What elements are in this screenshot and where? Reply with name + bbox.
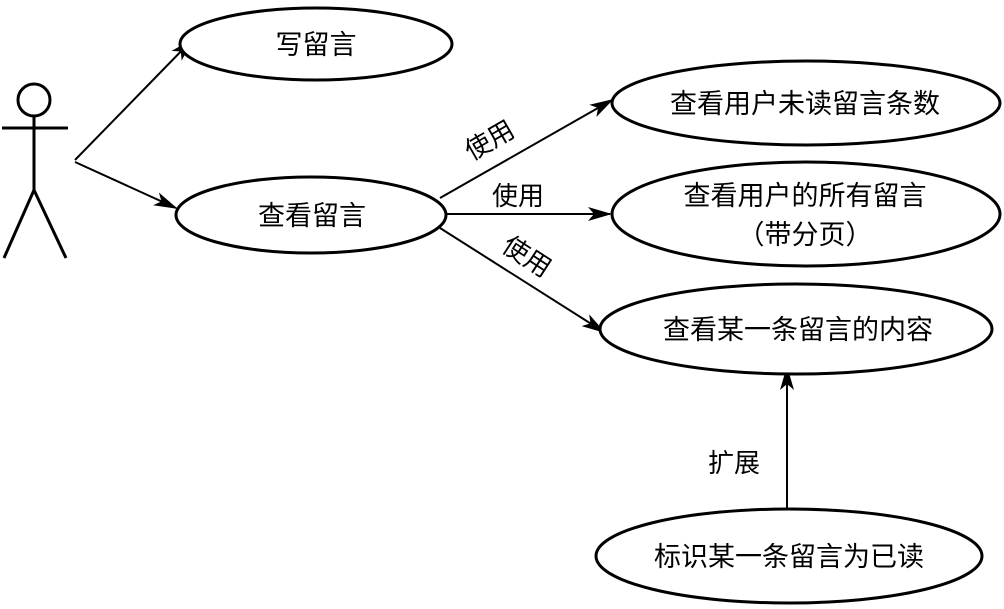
use-case-write <box>178 6 454 82</box>
actor-figure <box>2 82 68 259</box>
use-case-unread-count <box>610 59 1002 147</box>
use-label-single-content: 使用 <box>496 231 556 284</box>
use-case-single-content-label: 查看某一条留言的内容 <box>663 315 933 346</box>
use-case-mark-read-label: 标识某一条留言为已读 <box>654 542 924 573</box>
use-case-all-messages-label-line1: 查看用户的所有留言 <box>684 181 927 212</box>
use-arrow-single-content <box>439 227 606 334</box>
use-case-mark-read <box>594 507 984 605</box>
use-case-view <box>174 175 448 255</box>
use-arrow-unread-count <box>439 99 614 199</box>
association-arrow-write <box>74 38 194 161</box>
extend-label: 扩展 <box>708 449 760 479</box>
use-case-write-label: 写留言 <box>276 30 357 61</box>
association-arrow-view <box>74 161 178 209</box>
actor-left-leg <box>2 189 36 259</box>
actor-head <box>16 82 52 118</box>
use-case-single-content <box>598 282 994 376</box>
use-case-all-messages-label-line2: （带分页） <box>738 220 873 251</box>
use-case-unread-count-label: 查看用户未读留言条数 <box>670 89 940 120</box>
use-label-all-messages: 使用 <box>492 182 544 212</box>
actor-right-leg <box>32 189 68 259</box>
use-case-all-messages <box>610 160 1002 268</box>
use-label-unread-count: 使用 <box>460 115 520 167</box>
use-case-view-label: 查看留言 <box>258 201 366 232</box>
